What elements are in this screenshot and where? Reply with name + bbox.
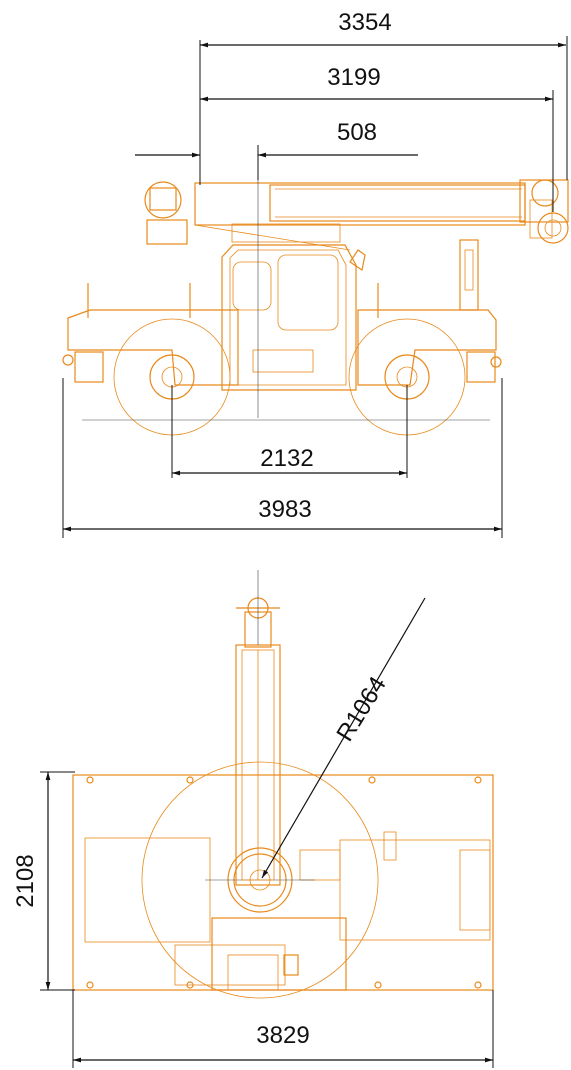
dimension-length: 3829 xyxy=(72,990,494,1068)
turntable xyxy=(205,847,315,913)
dimension-overall-boom: 3354 xyxy=(199,9,568,185)
dimension-boom-reach: 3199 xyxy=(200,64,554,212)
dim-slew-radius-label: R1064 xyxy=(331,672,391,746)
chassis-plan xyxy=(72,774,494,991)
dim-wheelbase-label: 2132 xyxy=(260,445,313,472)
chassis xyxy=(62,239,502,386)
boom-plan xyxy=(235,570,281,886)
dim-boom-offset-label: 508 xyxy=(337,119,377,146)
side-view: 3354 3199 508 2132 3983 xyxy=(62,9,569,538)
dim-boom-reach-label: 3199 xyxy=(327,64,380,91)
cab-plan xyxy=(174,917,347,991)
dim-overall-boom-label: 3354 xyxy=(338,9,391,36)
dimension-boom-offset: 508 xyxy=(135,119,418,180)
dim-length-label: 3829 xyxy=(256,1022,309,1049)
slew-circle xyxy=(141,761,379,999)
dimension-wheelbase: 2132 xyxy=(171,385,408,478)
dim-overall-length-label: 3983 xyxy=(258,496,311,523)
dimension-slew-radius: R1064 xyxy=(261,597,426,879)
dim-width-label: 2108 xyxy=(12,854,39,907)
boom xyxy=(194,179,569,244)
top-view: R1064 2108 3829 xyxy=(12,570,494,1068)
boom-rear-pivot xyxy=(144,181,351,251)
operator-cab xyxy=(221,244,366,391)
dimension-width: 2108 xyxy=(12,771,75,991)
dimension-overall-length: 3983 xyxy=(62,378,503,538)
